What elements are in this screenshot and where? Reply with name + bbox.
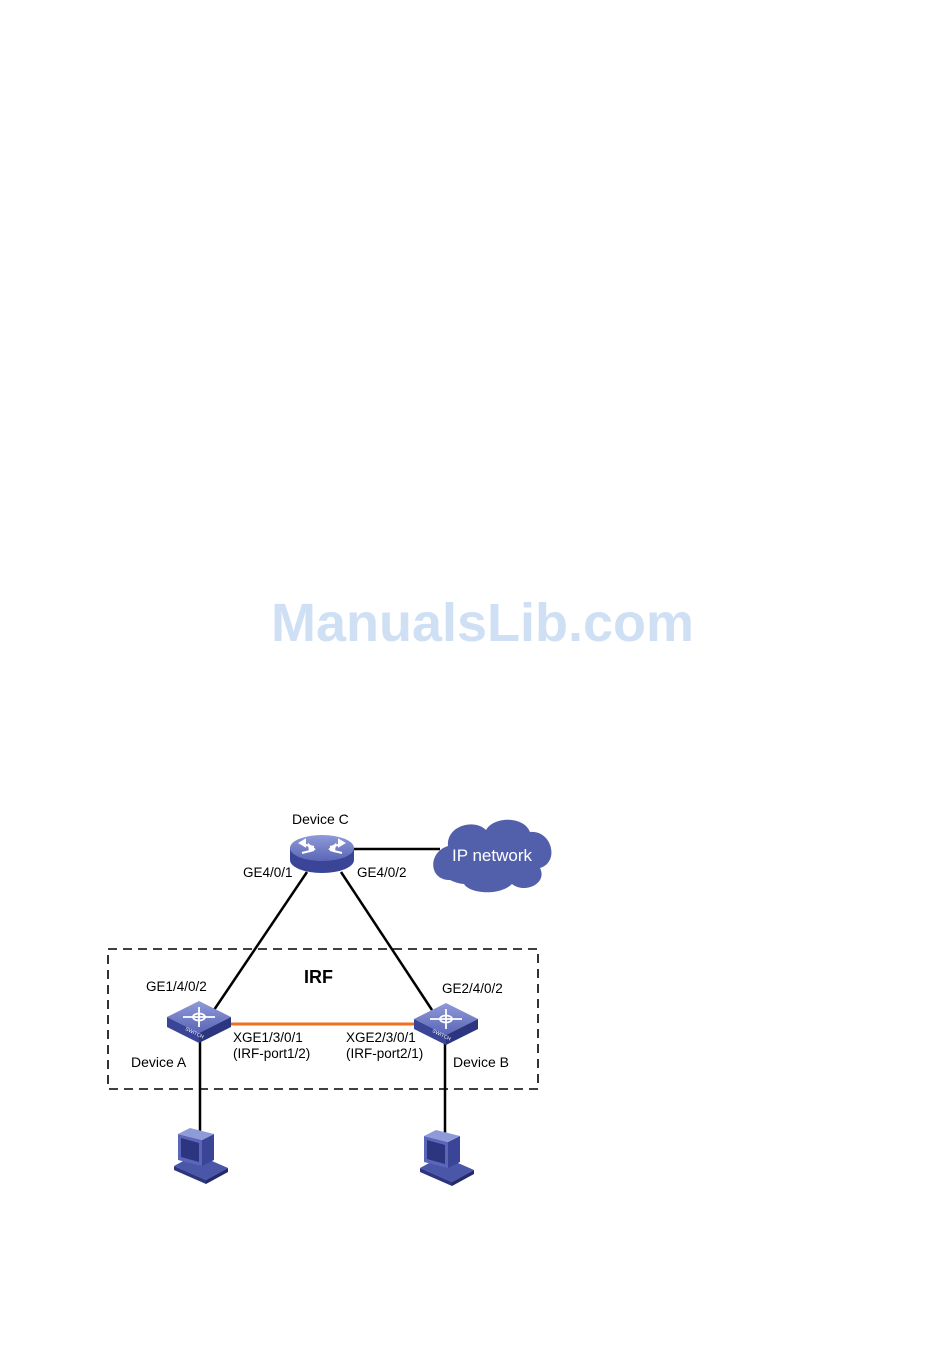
device-b-irf-port: XGE2/3/0/1 <box>346 1030 416 1045</box>
switch-icon: SWITCH <box>414 1003 478 1045</box>
link-c-to-a <box>214 872 307 1010</box>
device-b-irf-port-alias: (IRF-port2/1) <box>346 1046 423 1061</box>
device-a-name: Device A <box>131 1054 187 1070</box>
switch-icon: SWITCH <box>167 1001 231 1043</box>
device-c-name: Device C <box>292 811 349 827</box>
device-a-uplink-port: GE1/4/0/2 <box>146 979 207 994</box>
device-b-name: Device B <box>453 1054 509 1070</box>
irf-label: IRF <box>304 967 333 987</box>
router-icon <box>290 835 354 873</box>
device-a-irf-port-alias: (IRF-port1/2) <box>233 1046 310 1061</box>
cloud-label: IP network <box>452 846 533 865</box>
pc-icon <box>174 1128 228 1184</box>
pc-icon <box>420 1130 474 1186</box>
device-c-port-left: GE4/0/1 <box>243 865 293 880</box>
link-c-to-b <box>341 872 432 1010</box>
device-b-uplink-port: GE2/4/0/2 <box>442 981 503 996</box>
device-c-port-right: GE4/0/2 <box>357 865 407 880</box>
device-a-irf-port: XGE1/3/0/1 <box>233 1030 303 1045</box>
